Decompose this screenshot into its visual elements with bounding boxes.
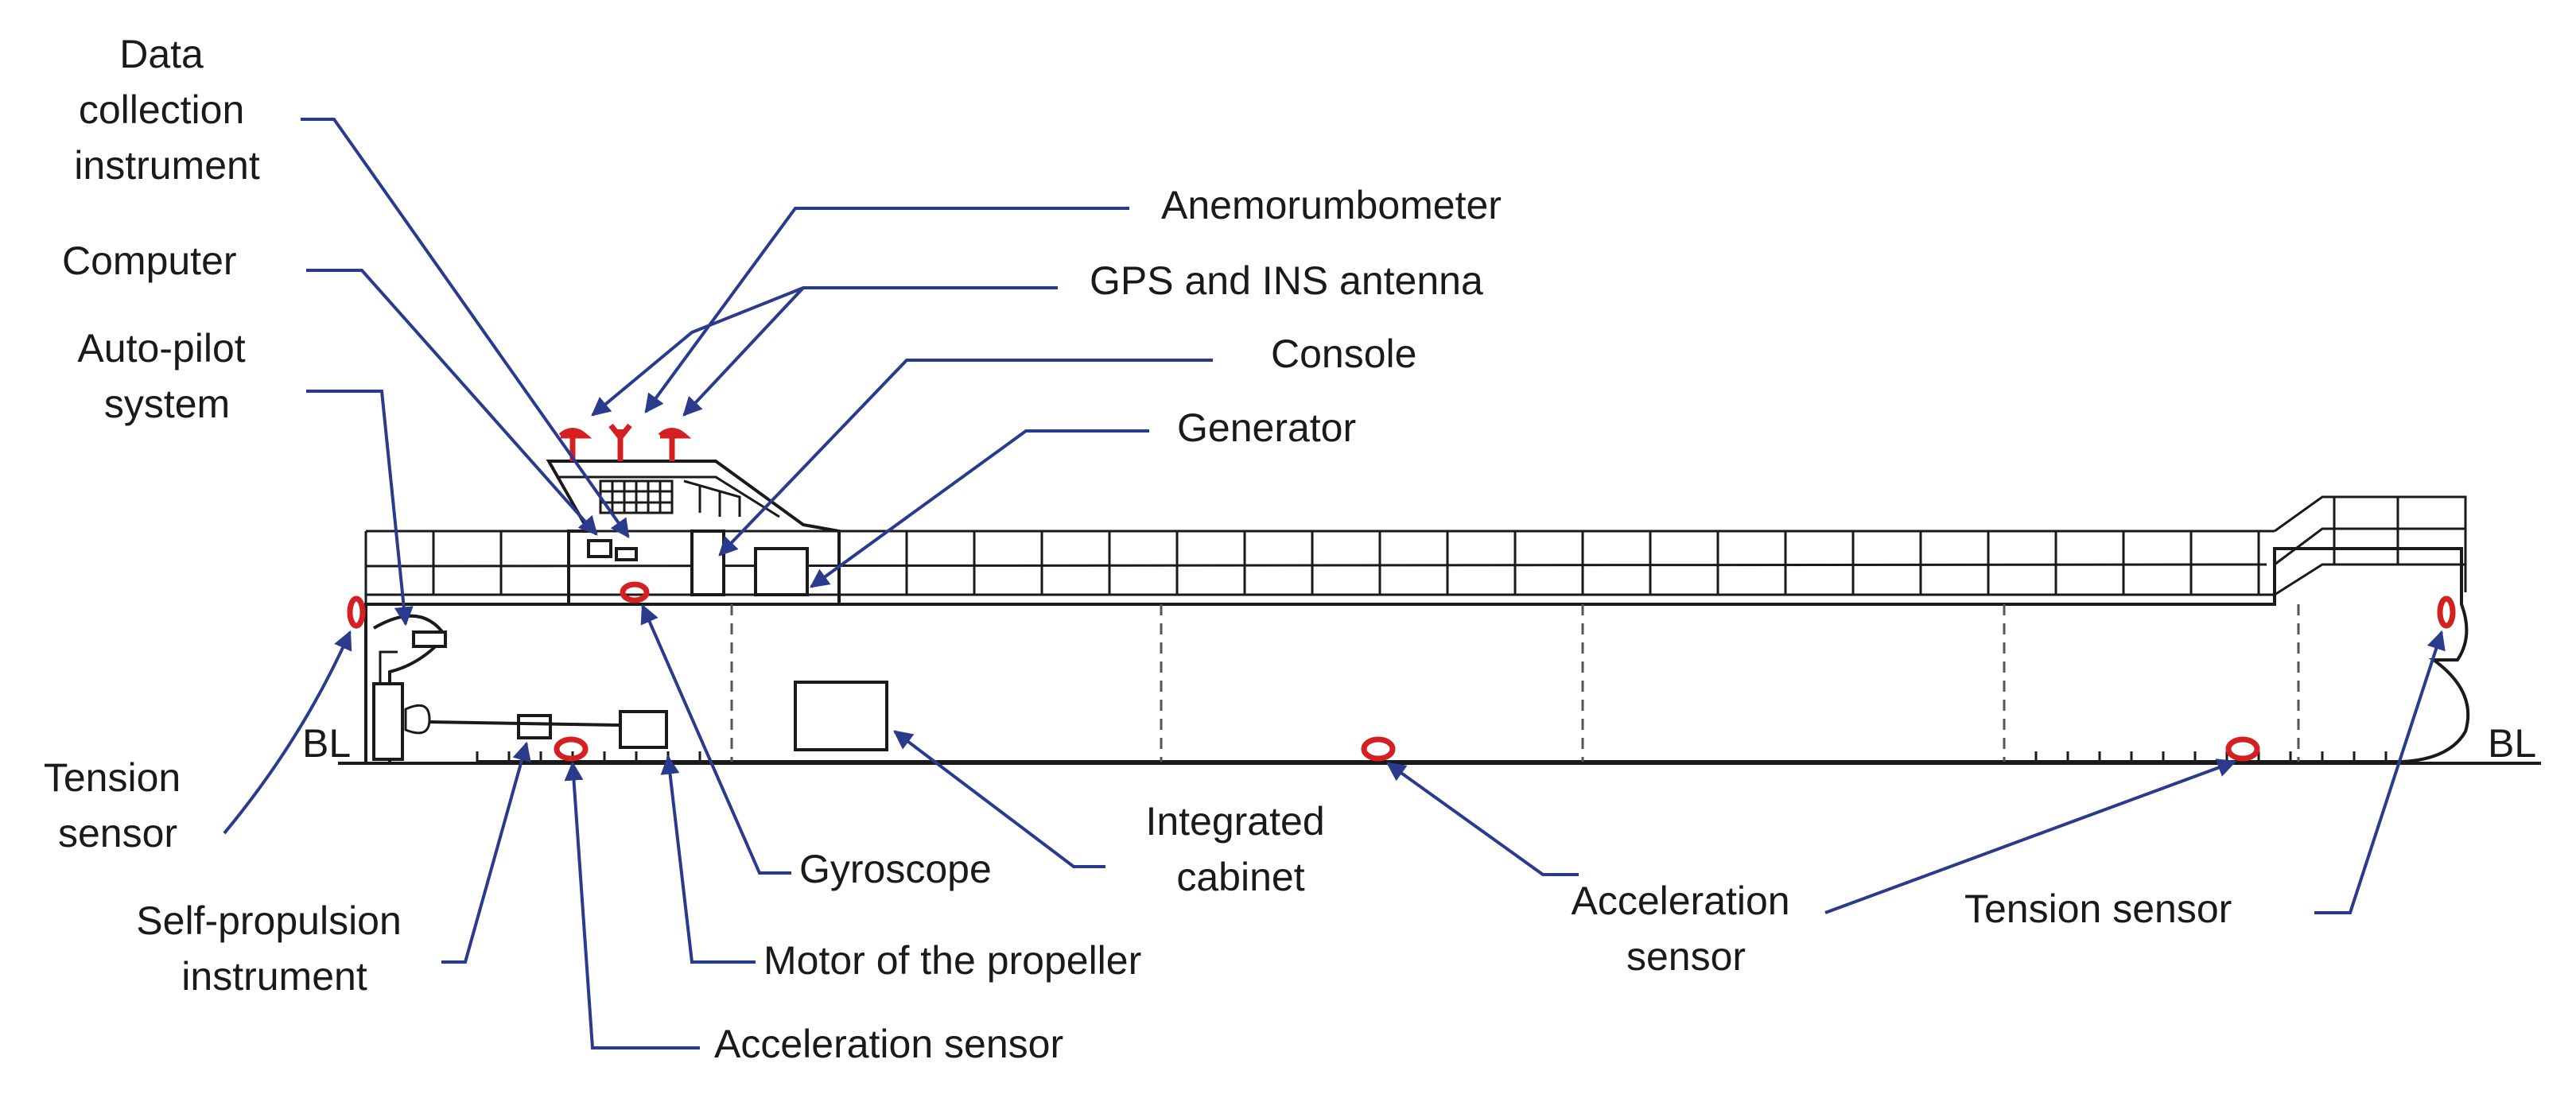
label-integrated-cabinet: Integrated cabinet bbox=[1145, 799, 1335, 899]
propeller-assembly bbox=[372, 650, 621, 761]
leader-gps-1 bbox=[591, 286, 1058, 417]
label-acceleration-mid: Acceleration sensor bbox=[1571, 879, 1801, 979]
gyroscope-sensor bbox=[620, 581, 650, 603]
leader-acceleration-mid bbox=[1386, 762, 1579, 876]
superstructure bbox=[546, 423, 841, 604]
ship-hull bbox=[338, 495, 2541, 765]
label-bl-left: BL bbox=[302, 721, 351, 766]
generator-box bbox=[754, 547, 809, 596]
label-auto-pilot: Auto-pilot system bbox=[77, 326, 256, 426]
leader-tension-right bbox=[2314, 630, 2446, 914]
tension-sensor-left bbox=[347, 596, 366, 629]
label-tension-left: Tension sensor bbox=[44, 755, 192, 856]
leader-acceleration-bow bbox=[1824, 759, 2237, 914]
leader-gyroscope bbox=[640, 603, 791, 875]
gps-antenna-right bbox=[658, 428, 692, 461]
deck-rows bbox=[365, 495, 2467, 596]
label-tension-right: Tension sensor bbox=[1964, 887, 2232, 931]
integrated-cabinet-box bbox=[794, 681, 888, 751]
label-data-collection: Data collection instrument bbox=[74, 32, 260, 188]
leader-data-collection bbox=[301, 118, 630, 538]
leader-console bbox=[718, 359, 1213, 557]
leader-lines bbox=[223, 118, 2446, 1050]
label-self-propulsion: Self-propulsion instrument bbox=[136, 898, 412, 999]
leader-motor bbox=[660, 755, 756, 964]
label-computer: Computer bbox=[62, 239, 237, 283]
tension-sensor-right bbox=[2437, 596, 2456, 629]
acceleration-sensor-mid bbox=[1361, 736, 1396, 762]
leader-generator bbox=[810, 429, 1149, 588]
computer-box bbox=[587, 539, 612, 558]
bulkheads bbox=[730, 604, 2300, 762]
motor-box bbox=[619, 710, 668, 749]
antenna-group bbox=[558, 423, 692, 461]
acceleration-sensor-bow bbox=[2225, 736, 2260, 762]
labels: Data collection instrument Computer Auto… bbox=[44, 32, 2536, 1066]
label-gyroscope: Gyroscope bbox=[799, 847, 992, 891]
self-propulsion-box bbox=[517, 714, 552, 739]
hull-outline bbox=[477, 547, 2470, 763]
label-anemorumbometer: Anemorumbometer bbox=[1161, 183, 1502, 227]
auto-pilot-box bbox=[412, 630, 447, 648]
leader-auto-pilot bbox=[306, 390, 414, 627]
leader-tension-left bbox=[223, 630, 352, 835]
data-collection-box bbox=[615, 547, 638, 561]
label-generator: Generator bbox=[1177, 405, 1356, 450]
console-box bbox=[690, 530, 725, 596]
leader-acceleration-bottom bbox=[564, 761, 700, 1050]
label-gps-ins: GPS and INS antenna bbox=[1090, 258, 1483, 303]
label-motor: Motor of the propeller bbox=[763, 938, 1141, 983]
deck-grid bbox=[364, 497, 2399, 604]
bridge-outline bbox=[546, 460, 841, 604]
anemorumbometer-mast bbox=[608, 423, 632, 461]
label-acceleration-bottom: Acceleration sensor bbox=[714, 1022, 1063, 1066]
label-bl-right: BL bbox=[2488, 721, 2536, 766]
label-console: Console bbox=[1271, 332, 1416, 376]
leader-gps-2 bbox=[682, 286, 805, 417]
acceleration-sensor-stern bbox=[554, 736, 589, 762]
sensors bbox=[347, 581, 2456, 762]
leader-anemorumbometer bbox=[644, 207, 1129, 413]
leader-integrated-cabinet bbox=[893, 730, 1105, 868]
leader-self-propulsion bbox=[441, 741, 531, 964]
leader-computer bbox=[306, 269, 598, 536]
